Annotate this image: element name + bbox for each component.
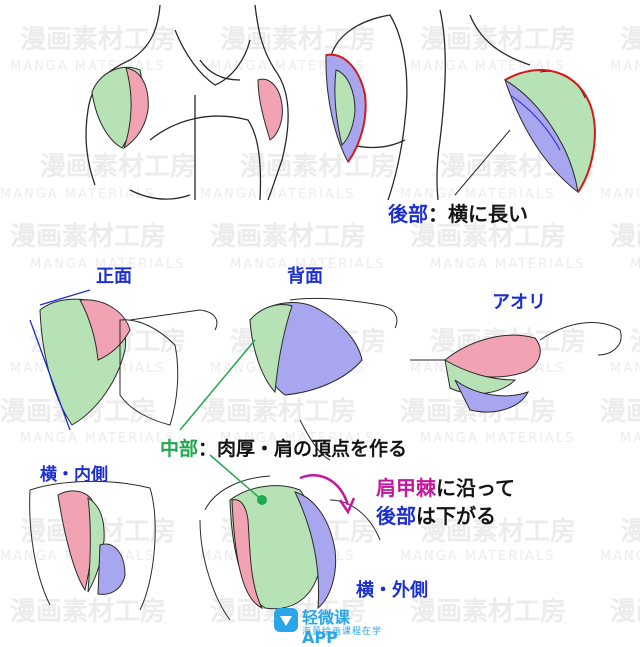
watermark-text: MANGA MATERIALS <box>600 549 640 564</box>
watermark-text: 漫画素材工房 <box>410 597 566 627</box>
middle-note-label: 中部：肉厚・肩の頂点を作る <box>160 434 407 461</box>
figure-front-deltoid-right <box>257 78 283 141</box>
watermark-text: MANGA MATERIALS <box>220 431 375 446</box>
watermark-text: MANGA MATERIALS <box>430 257 585 272</box>
watermark-text: MANGA MATERIALS <box>210 59 365 74</box>
spine-note-line2: 後部は下がる <box>376 500 496 529</box>
watermark-text: MANGA MATERIALS <box>400 549 555 564</box>
figure-side-inner-view <box>29 480 156 611</box>
watermark-text: 漫画素材工房 <box>610 597 640 627</box>
spine-back-term: 後部 <box>376 504 416 528</box>
back-note-pointer-line <box>454 129 511 196</box>
watermark-text: 漫画素材工房 <box>20 25 176 55</box>
spine-note-line1: 肩甲棘に沿って <box>376 472 515 501</box>
figure-low-angle-view <box>410 322 622 413</box>
watermark-text: 漫画素材工房 <box>610 222 640 252</box>
front-label: 正面 <box>96 266 132 287</box>
watermark-text: 漫画素材工房 <box>200 397 356 427</box>
watermark-text: MANGA MATERIALS <box>30 257 185 272</box>
watermark-text: 漫画素材工房 <box>620 517 640 547</box>
watermark-text: MANGA MATERIALS <box>20 431 175 446</box>
watermark-text: 漫画素材工房 <box>220 25 376 55</box>
watermark-text: 漫画素材工房 <box>410 222 566 252</box>
back-label: 背面 <box>287 266 323 287</box>
spine-term: 肩甲棘 <box>376 476 436 500</box>
watermark-text: 漫画素材工房 <box>600 397 640 427</box>
back-note-label: 後部：横に長い <box>388 198 528 227</box>
watermark-text: MANGA MATERIALS <box>620 431 640 446</box>
watermark-text: MANGA MATERIALS <box>230 257 385 272</box>
side-outer-label: 横・外側 <box>356 580 428 601</box>
watermark-text: 漫画素材工房 <box>420 517 576 547</box>
logo-subtitle: 海量绘画课程在学 <box>302 627 383 637</box>
low-angle-label: アオリ <box>492 292 546 313</box>
middle-pointer-line <box>179 339 256 431</box>
watermark-text: 漫画素材工房 <box>630 327 640 357</box>
watermark-text: MANGA MATERIALS <box>600 187 640 202</box>
watermark-text: MANGA MATERIALS <box>610 361 640 376</box>
watermark-text: 漫画素材工房 <box>10 222 166 252</box>
watermark-text: 漫画素材工房 <box>210 222 366 252</box>
figure-back-torso <box>329 9 531 201</box>
app-logo: 轻微课APP 海量绘画课程在学 <box>272 604 383 647</box>
figure-back-view <box>249 297 398 461</box>
watermark-text: MANGA MATERIALS <box>0 187 155 202</box>
figure-side-outer-view <box>199 475 381 621</box>
figure-front-view <box>29 289 218 431</box>
figure-back-deltoid-left <box>325 53 367 163</box>
spine-direction-arrow <box>299 474 350 506</box>
back-note-prefix: 後部 <box>388 202 428 226</box>
watermark-text: MANGA MATERIALS <box>200 187 355 202</box>
watermark-text: MANGA MATERIALS <box>420 431 575 446</box>
middle-pointer-line-2 <box>209 454 263 501</box>
middle-suffix: ：肉厚・肩の頂点を作る <box>198 438 408 460</box>
side-inner-label: 横・内側 <box>40 465 108 485</box>
spine-along: に沿って <box>436 476 515 500</box>
logo-icon <box>274 608 298 632</box>
spine-arrow-head <box>338 497 356 515</box>
spine-lowers: は下がる <box>416 504 496 528</box>
watermark-text: 漫画素材工房 <box>10 597 166 627</box>
middle-prefix: 中部 <box>160 438 199 460</box>
watermark-text: 漫画素材工房 <box>240 152 396 182</box>
figure-front-torso <box>85 4 289 201</box>
back-note-suffix: ：横に長い <box>428 202 528 226</box>
watermark-text: MANGA MATERIALS <box>630 257 640 272</box>
figure-front-deltoid-left <box>91 66 149 150</box>
watermark-text: MANGA MATERIALS <box>10 59 165 74</box>
figure-back-deltoid-right <box>504 69 596 194</box>
watermark-text: MANGA MATERIALS <box>610 59 640 74</box>
watermark-text: 漫画素材工房 <box>40 152 196 182</box>
watermark-text: 漫画素材工房 <box>620 25 640 55</box>
